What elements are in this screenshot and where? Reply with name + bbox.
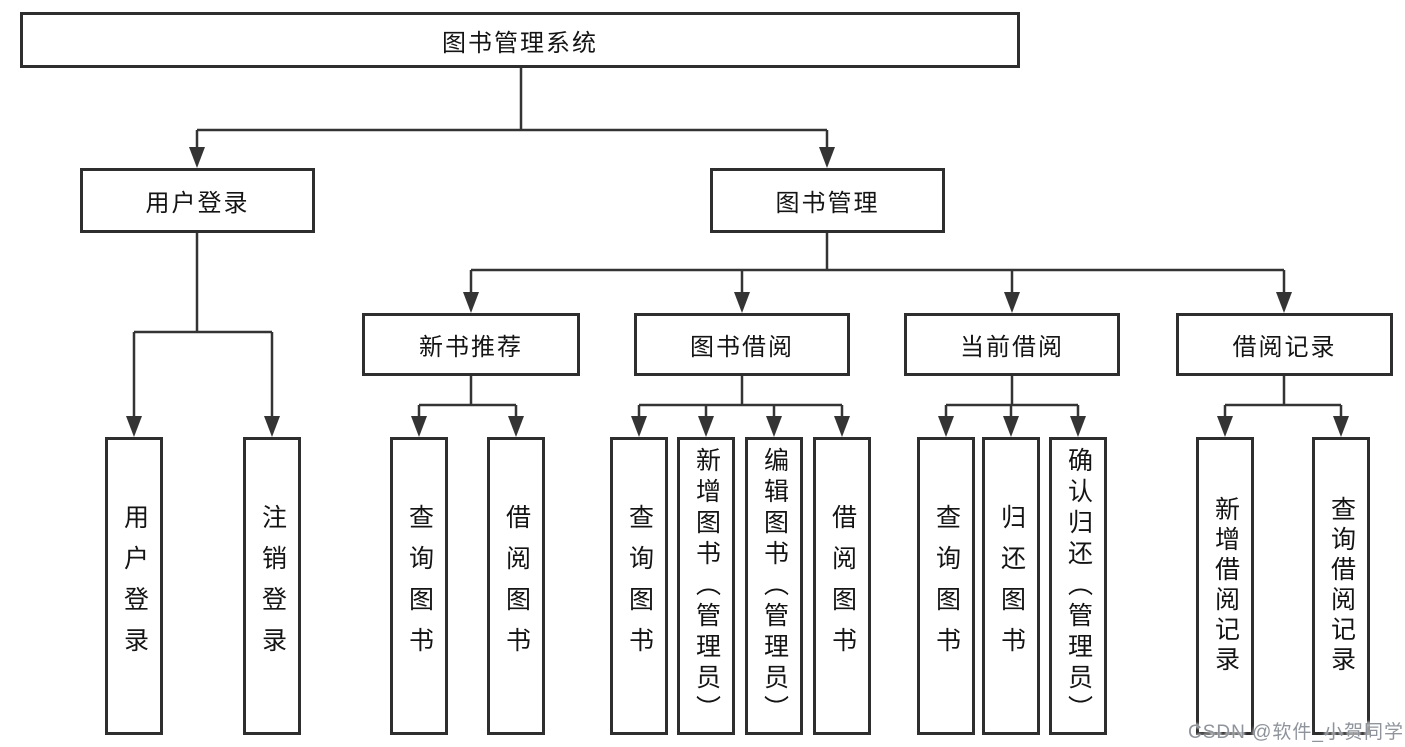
leaf-borrow-add-books-admin: 新增图书（管理员） bbox=[677, 437, 735, 735]
csdn-watermark: CSDN @软件_小贺同学 bbox=[1188, 722, 1404, 743]
leaf-current-return-books: 归还图书 bbox=[982, 437, 1040, 735]
leaf-recommend-query-books-label: 查询图书 bbox=[405, 504, 434, 668]
leaf-borrow-query-books-label: 查询图书 bbox=[625, 504, 654, 668]
node-user-login: 用户登录 bbox=[80, 168, 315, 233]
leaf-borrow-edit-books-admin-label: 编辑图书（管理员） bbox=[760, 446, 789, 726]
leaf-current-confirm-return-admin-label: 确认归还（管理员） bbox=[1064, 446, 1093, 726]
leaf-logout: 注销登录 bbox=[243, 437, 301, 735]
leaf-current-confirm-return-admin: 确认归还（管理员） bbox=[1049, 437, 1107, 735]
leaf-logout-label: 注销登录 bbox=[258, 504, 287, 668]
node-book-borrow-label: 图书借阅 bbox=[690, 334, 794, 361]
node-book-management-label: 图书管理 bbox=[775, 190, 880, 217]
arrowheads bbox=[126, 147, 1349, 437]
node-current-borrow: 当前借阅 bbox=[904, 313, 1120, 376]
node-borrow-records: 借阅记录 bbox=[1176, 313, 1393, 376]
leaf-recommend-borrow-books-label: 借阅图书 bbox=[502, 504, 531, 668]
node-new-book-recommend-label: 新书推荐 bbox=[419, 334, 523, 361]
node-root: 图书管理系统 bbox=[20, 12, 1020, 68]
leaf-current-query-books-label: 查询图书 bbox=[932, 504, 961, 668]
leaf-user-login: 用户登录 bbox=[105, 437, 163, 735]
leaf-records-add-record-label: 新增借阅记录 bbox=[1211, 496, 1240, 676]
leaf-borrow-borrow-books: 借阅图书 bbox=[813, 437, 871, 735]
node-root-label: 图书管理系统 bbox=[442, 29, 598, 57]
node-new-book-recommend: 新书推荐 bbox=[362, 313, 580, 376]
leaf-recommend-query-books: 查询图书 bbox=[390, 437, 448, 735]
leaf-records-query-record-label: 查询借阅记录 bbox=[1327, 496, 1356, 676]
node-user-login-label: 用户登录 bbox=[145, 190, 250, 217]
leaf-records-query-record: 查询借阅记录 bbox=[1312, 437, 1370, 735]
node-book-borrow: 图书借阅 bbox=[634, 313, 850, 376]
leaf-current-query-books: 查询图书 bbox=[917, 437, 975, 735]
node-current-borrow-label: 当前借阅 bbox=[960, 334, 1064, 361]
leaf-borrow-add-books-admin-label: 新增图书（管理员） bbox=[692, 446, 721, 726]
leaf-current-return-books-label: 归还图书 bbox=[997, 504, 1026, 668]
node-book-management: 图书管理 bbox=[710, 168, 945, 233]
leaf-borrow-query-books: 查询图书 bbox=[610, 437, 668, 735]
leaf-user-login-label: 用户登录 bbox=[120, 504, 149, 668]
leaf-recommend-borrow-books: 借阅图书 bbox=[487, 437, 545, 735]
leaf-borrow-edit-books-admin: 编辑图书（管理员） bbox=[745, 437, 803, 735]
node-borrow-records-label: 借阅记录 bbox=[1232, 334, 1337, 361]
leaf-records-add-record: 新增借阅记录 bbox=[1196, 437, 1254, 735]
leaf-borrow-borrow-books-label: 借阅图书 bbox=[828, 504, 857, 668]
